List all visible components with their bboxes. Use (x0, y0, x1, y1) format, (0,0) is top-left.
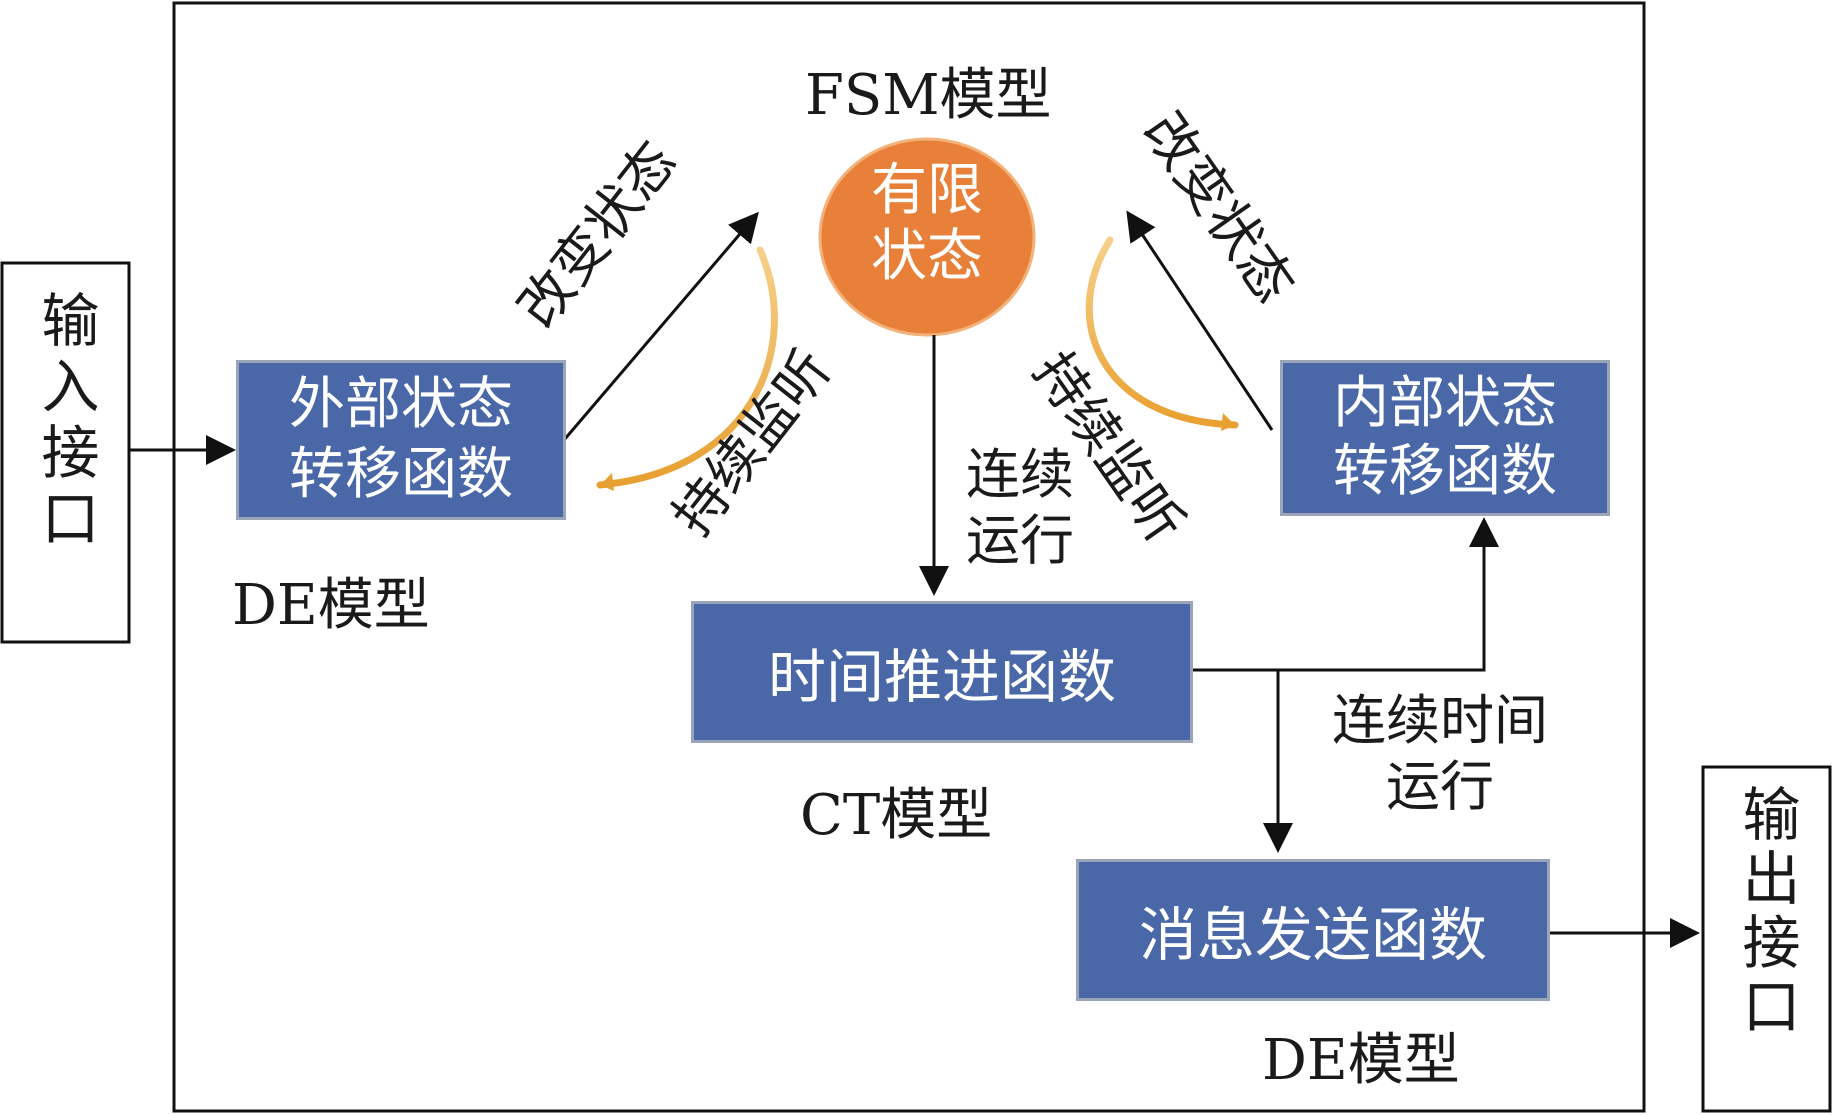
time-advance-box: 时间推进函数 (691, 601, 1193, 743)
continuous-run-line2: 运行 (966, 509, 1074, 572)
continuous-time-run-line2: 运行 (1386, 755, 1494, 818)
continuous-run-line1: 连续 (966, 443, 1074, 506)
internal-transition-line2: 转移函数 (1333, 439, 1557, 504)
ct-model-label: CT模型 (800, 783, 993, 848)
edge-external-change-state (562, 211, 759, 441)
fsm-model-label: FSM模型 (805, 63, 1052, 128)
time-advance-text: 时间推进函数 (767, 643, 1116, 711)
external-transition-box: 外部状态 转移函数 (236, 360, 566, 520)
finite-state-text: 有限 状态 (830, 158, 1024, 290)
continuous-time-run-label: 连续时间 运行 (1285, 688, 1595, 820)
edge-time-to-internal (1193, 517, 1499, 672)
message-de-model-label: DE模型 (1262, 1028, 1460, 1093)
message-send-text: 消息发送函数 (1138, 901, 1487, 969)
monitor-arc-right-tip (1221, 413, 1235, 431)
monitor-arc-left (596, 246, 778, 489)
finite-state-node (818, 137, 1036, 337)
output-port-box (1701, 765, 1832, 1113)
monitor-arc-left-tip (600, 473, 614, 491)
external-de-model-label: DE模型 (232, 573, 430, 638)
finite-state-line2: 状态 (871, 224, 983, 289)
external-transition-line1: 外部状态 (289, 372, 513, 437)
internal-transition-line1: 内部状态 (1333, 371, 1557, 436)
edge-internal-change-state (1126, 210, 1274, 431)
output-port-text: 输出接口 (1732, 784, 1801, 1040)
finite-state-line1: 有限 (871, 158, 983, 223)
input-port-box (0, 261, 131, 644)
input-port-text: 输入接口 (31, 290, 100, 554)
monitor-arc-right (1085, 236, 1239, 429)
continuous-run-label: 连续 运行 (945, 442, 1095, 574)
main-frame (172, 1, 1646, 1113)
input-port: 输入接口 (6, 290, 125, 554)
internal-transition-box: 内部状态 转移函数 (1280, 360, 1610, 516)
continuous-time-run-line1: 连续时间 (1332, 689, 1548, 752)
output-port: 输出接口 (1707, 784, 1826, 1040)
message-send-box: 消息发送函数 (1076, 859, 1550, 1001)
external-transition-line2: 转移函数 (289, 442, 513, 507)
